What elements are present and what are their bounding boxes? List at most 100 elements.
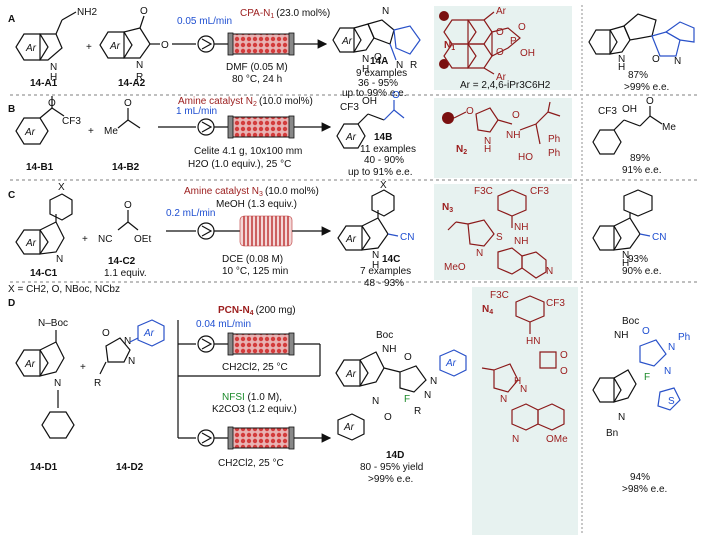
svg-text:>99% e.e.: >99% e.e. — [368, 474, 413, 485]
svg-text:O: O — [466, 106, 474, 117]
svg-text:1.1 equiv.: 1.1 equiv. — [104, 268, 147, 279]
svg-text:14-D2: 14-D2 — [116, 462, 144, 473]
example-product-c: N H CN — [592, 189, 666, 269]
svg-text:87%: 87% — [628, 70, 648, 81]
svg-text:X: X — [58, 182, 65, 193]
svg-text:CN: CN — [652, 232, 666, 243]
svg-text:48 - 93%: 48 - 93% — [364, 278, 404, 289]
svg-text:CH2Cl2, 25 °C: CH2Cl2, 25 °C — [218, 458, 284, 469]
svg-text:N: N — [424, 390, 431, 401]
catalyst-label: PCN-N4(200 mg) — [218, 305, 296, 317]
svg-text:OMe: OMe — [546, 434, 568, 445]
reactant-14-d1: N–Boc Ar N — [15, 318, 75, 439]
svg-text:NH: NH — [382, 344, 396, 355]
product-14d: Ar Boc NH O N N F R Ar N O Ar — [335, 330, 467, 441]
label-14-a2: 14-A2 — [118, 78, 146, 89]
svg-text:O: O — [124, 200, 132, 211]
svg-text:CF3: CF3 — [546, 298, 565, 309]
catalyst-n1-structure: Ar Ar O O P O OH — [439, 6, 535, 83]
product-14b: Ar CF3 OH O — [336, 90, 405, 149]
catalyst-structure-box — [434, 98, 572, 178]
catalyst-n2-structure: O N H O NH Ph Ph HO — [442, 101, 560, 163]
svg-text:O: O — [161, 40, 169, 51]
svg-text:O: O — [124, 98, 132, 109]
svg-text:CF3: CF3 — [598, 106, 617, 117]
svg-text:36 - 95%: 36 - 95% — [358, 78, 398, 89]
svg-text:N4: N4 — [482, 304, 493, 316]
coil-reactor-icon — [239, 215, 293, 247]
panel-c: C X Ar N 14-C1 X = CH2, O, NBoc, NCbz + … — [8, 180, 666, 295]
svg-text:N: N — [674, 56, 681, 67]
catalyst-structure-box — [472, 287, 578, 535]
svg-text:Ar: Ar — [343, 422, 355, 433]
svg-text:N: N — [500, 394, 507, 405]
svg-text:N: N — [664, 366, 671, 377]
svg-text:R: R — [410, 60, 417, 71]
svg-text:N: N — [622, 250, 629, 261]
svg-text:94%: 94% — [630, 472, 650, 483]
svg-text:Ar: Ar — [341, 36, 353, 47]
svg-text:OH: OH — [362, 96, 377, 107]
svg-text:CN: CN — [400, 232, 414, 243]
svg-text:Ar: Ar — [109, 41, 121, 52]
svg-text:O: O — [48, 98, 56, 109]
svg-text:N: N — [50, 62, 57, 73]
svg-text:7 examples: 7 examples — [360, 266, 411, 277]
flow-rate: 0.2 mL/min — [166, 208, 215, 219]
packed-bed-reactor-icon — [231, 33, 291, 55]
svg-text:F: F — [644, 372, 650, 383]
label-14-a1: 14-A1 — [30, 78, 58, 89]
svg-text:N: N — [430, 376, 437, 387]
svg-text:MeOH (1.3 equiv.): MeOH (1.3 equiv.) — [216, 199, 297, 210]
catalyst-label: CPA-N1(23.0 mol%) — [240, 8, 330, 20]
svg-text:Ph: Ph — [678, 332, 690, 343]
svg-text:HO: HO — [518, 152, 533, 163]
example-product-a: N H O N — [588, 13, 695, 73]
svg-text:D: D — [8, 298, 15, 309]
svg-text:14-B1: 14-B1 — [26, 162, 54, 173]
svg-text:N: N — [520, 384, 527, 395]
svg-text:10 °C, 125 min: 10 °C, 125 min — [222, 266, 288, 277]
svg-text:90% e.e.: 90% e.e. — [622, 266, 661, 277]
svg-text:N: N — [372, 250, 379, 261]
svg-text:+: + — [86, 42, 92, 53]
svg-text:+: + — [82, 234, 88, 245]
svg-text:N3: N3 — [442, 202, 453, 214]
svg-text:O: O — [496, 47, 504, 58]
svg-text:14-B2: 14-B2 — [112, 162, 140, 173]
svg-text:O: O — [140, 6, 148, 17]
svg-text:+: + — [88, 126, 94, 137]
svg-text:R: R — [414, 406, 421, 417]
svg-text:S: S — [668, 396, 675, 407]
product-label: 14A — [370, 56, 388, 67]
svg-text:40 - 90%: 40 - 90% — [364, 155, 404, 166]
svg-text:N–Boc: N–Boc — [38, 318, 68, 329]
svg-text:N: N — [546, 266, 553, 277]
catalyst-label: Amine catalyst N2(10.0 mol%) — [178, 96, 313, 108]
svg-text:NC: NC — [98, 234, 112, 245]
svg-text:Ar: Ar — [496, 6, 507, 17]
flow-rate: 0.05 mL/min — [177, 16, 232, 27]
svg-text:14-C1: 14-C1 — [30, 268, 58, 279]
svg-text:HN: HN — [526, 336, 540, 347]
svg-text:O: O — [374, 52, 382, 63]
svg-text:14C: 14C — [382, 254, 400, 265]
svg-text:N: N — [618, 412, 625, 423]
packed-bed-reactor-icon — [231, 333, 291, 355]
svg-text:Ar: Ar — [345, 132, 357, 143]
svg-text:DMF (0.05 M): DMF (0.05 M) — [226, 62, 288, 73]
svg-text:CF3: CF3 — [62, 116, 81, 127]
svg-text:O: O — [392, 90, 400, 101]
catalyst-label: Amine catalyst N3(10.0 mol%) — [184, 186, 319, 198]
svg-text:O: O — [512, 110, 520, 121]
svg-text:14-C2: 14-C2 — [108, 256, 136, 267]
svg-text:R: R — [94, 378, 101, 389]
svg-text:N: N — [136, 60, 143, 71]
packed-bed-reactor-icon — [231, 116, 291, 138]
svg-text:up to 91% e.e.: up to 91% e.e. — [348, 167, 413, 178]
svg-text:O: O — [560, 366, 568, 377]
svg-text:11 examples: 11 examples — [360, 144, 416, 155]
svg-text:MeO: MeO — [444, 262, 466, 273]
reactant-14-a1: Ar NH2 N H — [15, 7, 97, 83]
svg-text:Ph: Ph — [548, 134, 560, 145]
